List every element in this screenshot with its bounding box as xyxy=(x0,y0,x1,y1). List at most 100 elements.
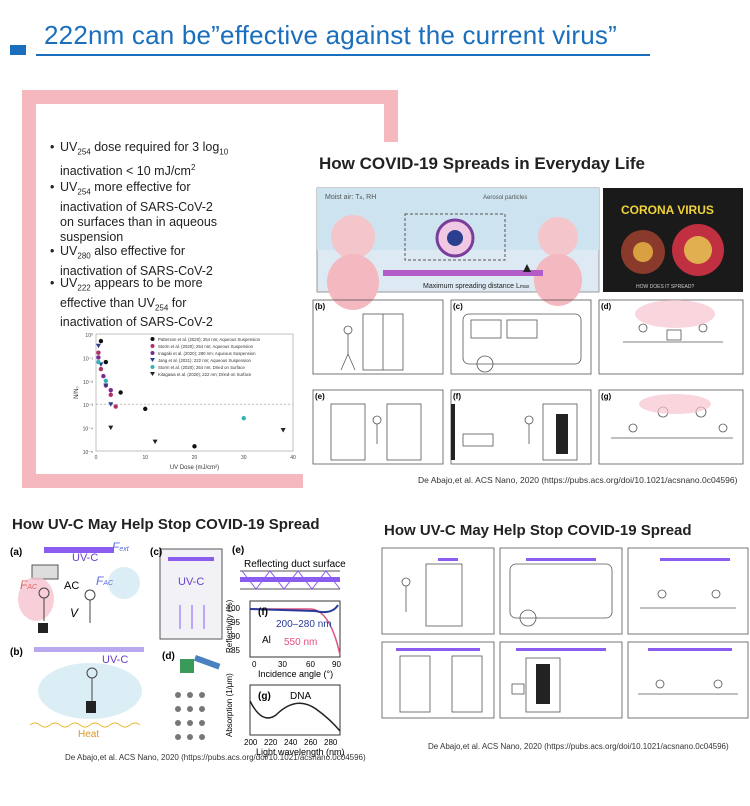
scatter-legend-marker xyxy=(150,358,155,362)
scatter-legend-marker xyxy=(150,337,155,341)
scatter-point xyxy=(118,390,123,395)
header-accent-square xyxy=(10,45,26,55)
scatter-legend-entry: Storm et al. (2020); 254 nm; Dried on Su… xyxy=(158,365,246,370)
scatter-y-tick: 10⁻¹ xyxy=(83,356,93,362)
f-ac-left-label: FAC xyxy=(20,578,38,592)
scatter-legend-entry: Kitagawa et al. (2020); 222 nm; Dried-on… xyxy=(158,372,252,377)
scatter-point xyxy=(103,359,109,365)
scatter-legend-marker xyxy=(150,351,155,355)
scatter-x-tick: 30 xyxy=(241,455,247,461)
dna-absorption-chart xyxy=(249,684,341,736)
scatter-point xyxy=(152,439,158,445)
spread-distance-label: Maximum spreading distance Lmax xyxy=(423,283,530,290)
scatter-legend-entry: Jang et al. (2021); 222 nm; Aqueous Susp… xyxy=(158,358,252,363)
header-underline xyxy=(36,54,650,56)
scatter-x-tick: 40 xyxy=(290,455,296,461)
scatter-point xyxy=(108,387,113,393)
scatter-x-tick: 0 xyxy=(95,455,98,461)
panel-c-label: (c) xyxy=(453,302,463,311)
corona-virus-image xyxy=(603,188,743,292)
uvc-help-scenes-title: How UV-C May Help Stop COVID-19 Spread xyxy=(384,522,692,539)
scene-panels xyxy=(312,299,744,465)
uvc-panel-d xyxy=(175,655,221,740)
angle-tick-0: 0 xyxy=(252,660,257,669)
panel-e-label: (e) xyxy=(315,392,325,401)
refl-tick-100: 100 xyxy=(227,604,241,613)
angle-tick-30: 30 xyxy=(278,660,287,669)
scatter-point xyxy=(96,359,101,365)
scatter-point xyxy=(98,338,104,344)
scatter-point xyxy=(143,406,148,412)
uvc-panel-e xyxy=(240,570,341,590)
panel-b-label: (b) xyxy=(315,302,326,311)
ac-label: AC xyxy=(64,580,79,592)
uvc-panel-b xyxy=(29,647,144,728)
panel-d-label: (d) xyxy=(601,302,612,311)
scatter-legend-marker xyxy=(150,344,155,348)
uvc-help-figure-scenes: How UV-C May Help Stop COVID-19 Spread D… xyxy=(376,508,750,758)
uvc-help-scenes-citation: De Abajo,et al. ACS Nano, 2020 (https://… xyxy=(428,742,729,751)
angle-tick-60: 60 xyxy=(306,660,315,669)
scatter-x-axis-label: UV Dose (mJ/cm²) xyxy=(170,465,219,471)
scatter-legend-marker xyxy=(150,372,155,376)
scatter-point xyxy=(280,427,286,433)
scatter-point xyxy=(96,355,101,360)
scatter-y-tick: 10⁻³ xyxy=(83,403,93,409)
uvc-panel-c-label: (c) xyxy=(150,547,162,558)
scatter-legend-marker xyxy=(150,365,155,369)
uvc-panel-e-label: (e) xyxy=(232,545,244,556)
moist-air-label: Moist air: Ta, RH xyxy=(325,194,376,201)
absorption-axis-label: Absorption (1/μm) xyxy=(225,673,234,737)
scatter-point xyxy=(241,416,246,421)
covid-spread-citation: De Abajo,et al. ACS Nano, 2020 (https://… xyxy=(418,475,738,485)
velocity-label: V xyxy=(70,606,79,620)
refl-tick-85: 85 xyxy=(231,646,240,655)
uvc-help-illustration: (a) UV-C Fext FAC AC FAC V (b) UV-C Heat… xyxy=(10,540,346,757)
corona-virus-subtitle: HOW DOES IT SPREAD? xyxy=(636,284,694,290)
covid-spread-title: How COVID-19 Spreads in Everyday Life xyxy=(319,154,645,173)
scatter-point xyxy=(103,383,109,388)
scatter-point xyxy=(103,378,109,383)
wl-tick-240: 240 xyxy=(284,738,298,747)
scatter-y-tick: 10⁻² xyxy=(83,380,93,386)
aerosol-label: Aerosol particles xyxy=(483,195,527,201)
panel-g-label: (g) xyxy=(601,392,612,401)
uvc-panel-a xyxy=(18,547,140,633)
incidence-angle-axis-label: Incidence angle (°) xyxy=(258,669,333,679)
uvc-label-c: UV-C xyxy=(178,576,204,588)
f-ac-right-label: FAC xyxy=(96,574,114,588)
scatter-x-tick: 20 xyxy=(192,455,198,461)
scatter-point xyxy=(113,404,118,409)
scatter-plot-area xyxy=(95,333,294,452)
uvc-label-a: UV-C xyxy=(72,552,98,564)
uvc-label-b: UV-C xyxy=(102,654,128,666)
scatter-point xyxy=(108,392,113,398)
corona-virus-title: CORONA VIRUS xyxy=(621,203,714,217)
heat-label: Heat xyxy=(78,729,99,740)
scatter-point xyxy=(96,350,101,355)
f-ext-label: Fext xyxy=(112,540,130,554)
scatter-point xyxy=(95,343,101,349)
scatter-y-tick: 10⁰ xyxy=(85,333,93,339)
dna-label: DNA xyxy=(290,691,311,702)
scatter-legend-entry: Storm et al. (2020); 254 nm; Aqueous Sus… xyxy=(158,344,254,349)
uvc-help-citation: De Abajo,et al. ACS Nano, 2020 (https://… xyxy=(65,753,366,762)
scatter-legend-entry: Patterson et al. (2020); 254 nm; Aqueous… xyxy=(158,337,261,342)
wl-tick-200: 200 xyxy=(244,738,258,747)
wavelength-axis-label: Light wavelength (nm) xyxy=(256,747,345,757)
uvc-panel-c xyxy=(159,548,223,640)
uvc-panel-d-label: (d) xyxy=(162,651,175,662)
scatter-point xyxy=(101,373,106,379)
wavelength-band-label: 200–280 nm xyxy=(276,619,332,630)
uvc-panel-f-label: (f) xyxy=(258,607,268,618)
scatter-point xyxy=(98,366,104,372)
reflectivity-chart xyxy=(249,600,341,658)
wl-tick-220: 220 xyxy=(264,738,278,747)
wl-tick-260: 260 xyxy=(304,738,318,747)
reflectivity-axis-label: Reflectivity (%) xyxy=(225,599,234,653)
uvc-help-scenes-illustration xyxy=(381,547,749,719)
uvc-help-figure-detailed: How UV-C May Help Stop COVID-19 Spread (… xyxy=(0,505,370,795)
panel-a-aerosol xyxy=(316,187,600,310)
uvc-panel-g-label: (g) xyxy=(258,691,271,702)
